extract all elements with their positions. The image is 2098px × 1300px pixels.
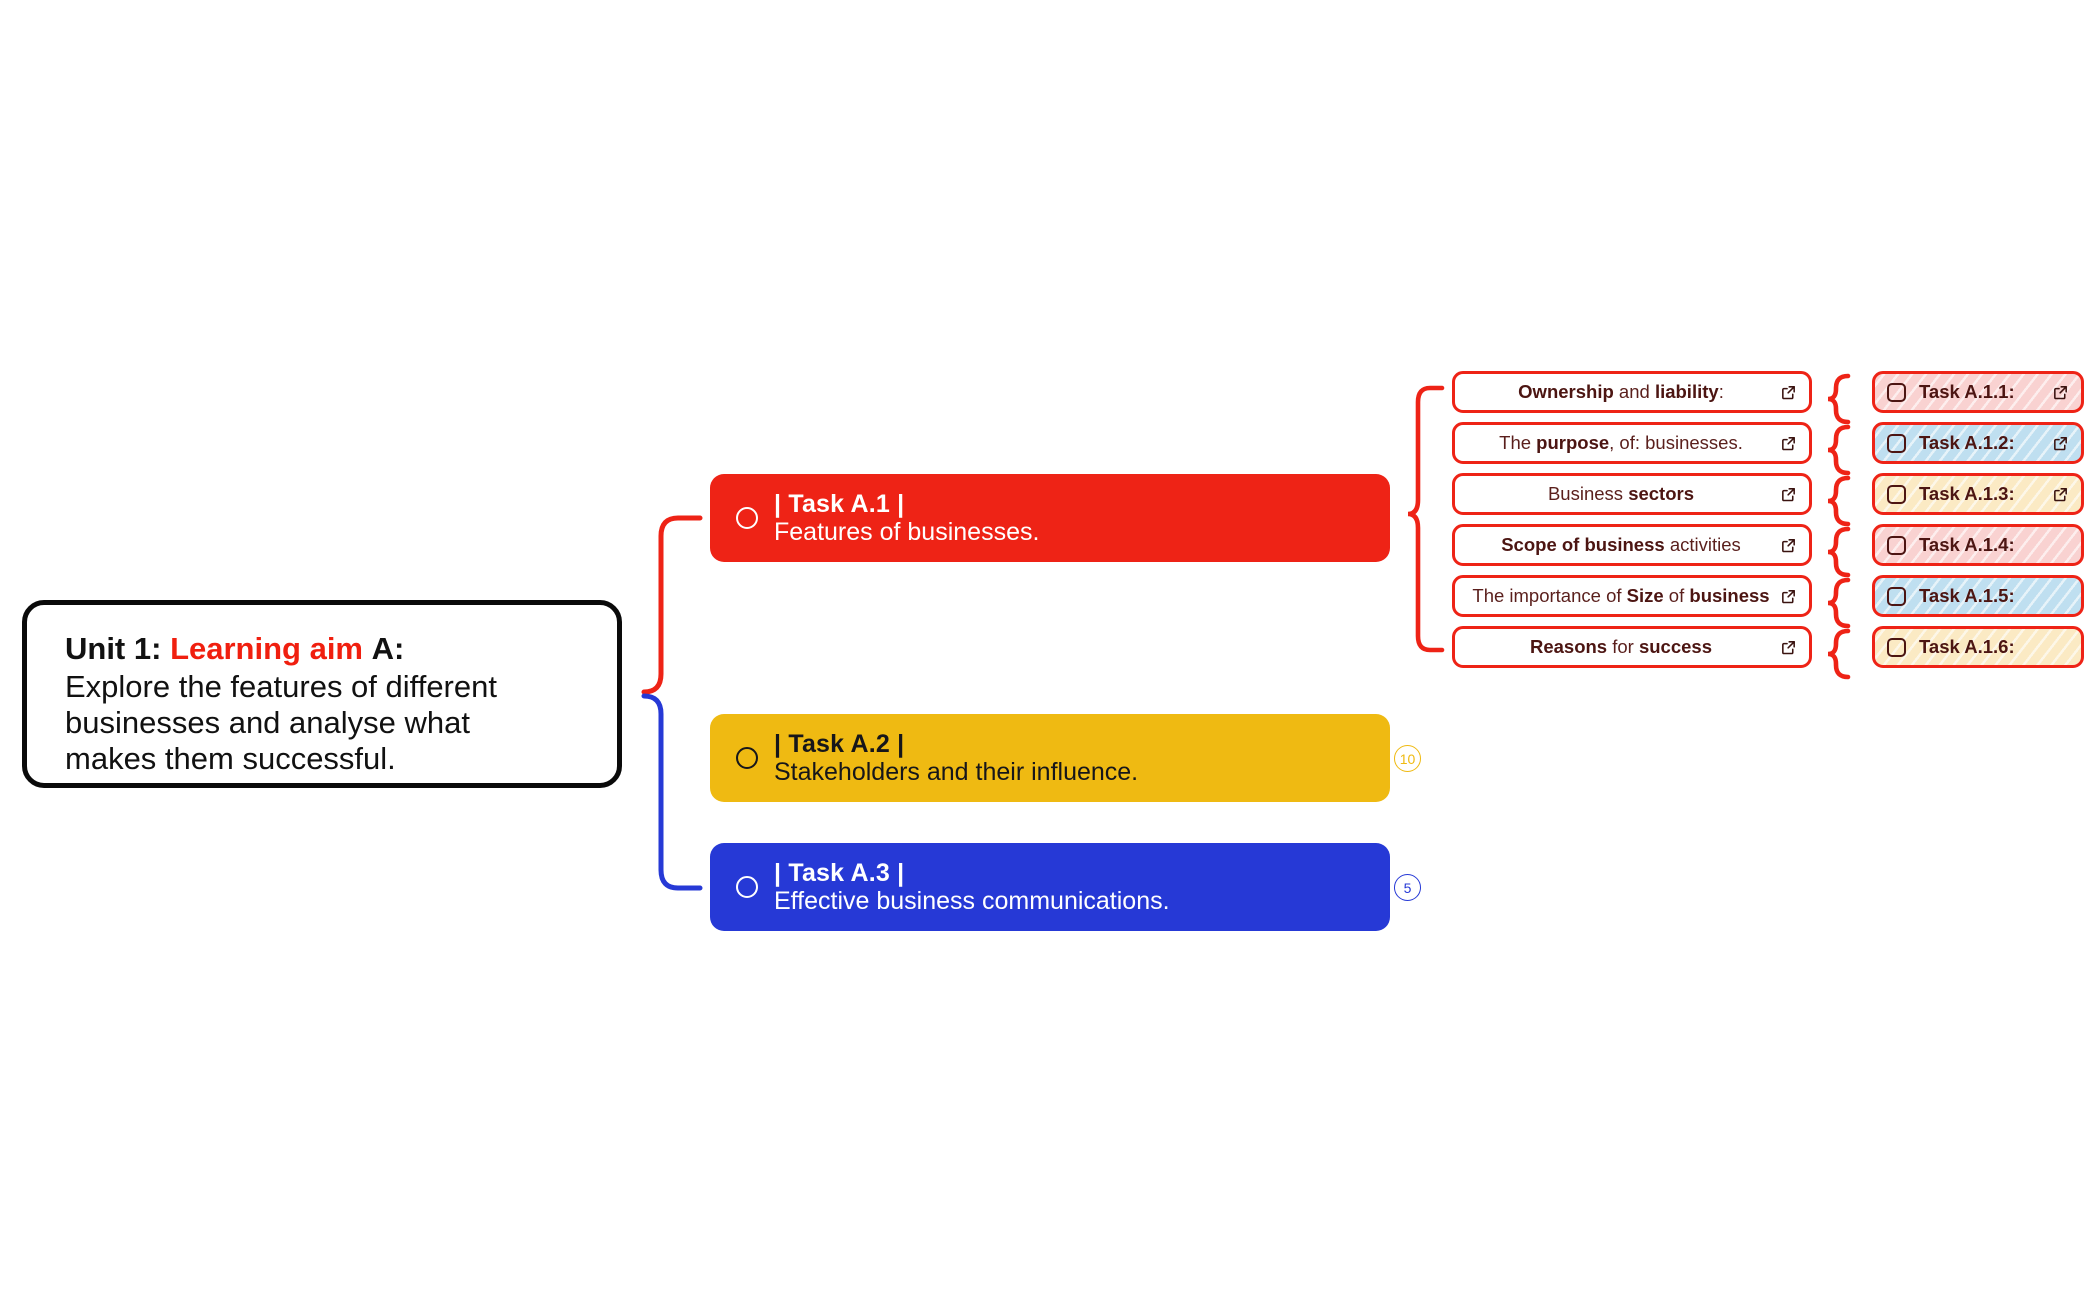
task-a115-label: Task A.1.5:: [1919, 585, 2015, 606]
task-a111[interactable]: Task A.1.1:: [1872, 371, 2084, 413]
unit-prefix: Unit 1:: [65, 631, 162, 666]
checkbox-icon[interactable]: [1887, 637, 1906, 657]
radio-circle-icon[interactable]: [736, 747, 758, 769]
task-card-a3[interactable]: | Task A.3 | Effective business communic…: [710, 843, 1390, 931]
brace-subtask-6: [1827, 628, 1851, 680]
external-link-icon[interactable]: [2052, 435, 2069, 452]
unit-suffix: A:: [371, 631, 405, 666]
topic-scope[interactable]: Scope of business activities: [1452, 524, 1812, 566]
topic-reasons[interactable]: Reasons for success: [1452, 626, 1812, 668]
brace-topics: [1407, 385, 1445, 653]
radio-circle-icon[interactable]: [736, 507, 758, 529]
task-a112-label: Task A.1.2:: [1919, 432, 2015, 453]
task-a3-text: | Task A.3 | Effective business communic…: [774, 859, 1170, 916]
external-link-icon[interactable]: [1780, 486, 1797, 503]
task-a116[interactable]: Task A.1.6:: [1872, 626, 2084, 668]
unit-root-card[interactable]: Unit 1: Learning aim A: Explore the feat…: [22, 600, 622, 788]
task-a114-label: Task A.1.4:: [1919, 534, 2015, 555]
task-a113-label: Task A.1.3:: [1919, 483, 2015, 504]
task-card-a2[interactable]: | Task A.2 | Stakeholders and their infl…: [710, 714, 1390, 802]
external-link-icon[interactable]: [1780, 639, 1797, 656]
task-a111-label: Task A.1.1:: [1919, 381, 2015, 402]
topic-sectors-label: Business sectors: [1547, 483, 1695, 504]
unit-highlight: Learning aim: [170, 631, 363, 666]
topic-purpose[interactable]: The purpose, of: businesses.: [1452, 422, 1812, 464]
topic-sectors[interactable]: Business sectors: [1452, 473, 1812, 515]
topic-size[interactable]: The importance of Size of business: [1452, 575, 1812, 617]
brace-subtask-5: [1827, 577, 1851, 629]
task-a1-title: | Task A.1 |: [774, 489, 905, 518]
topic-size-label: The importance of Size of business: [1472, 585, 1770, 606]
brace-subtask-4: [1827, 526, 1851, 578]
task-a1-text: | Task A.1 | Features of businesses.: [774, 490, 1039, 547]
external-link-icon[interactable]: [2052, 384, 2069, 401]
task-a113[interactable]: Task A.1.3:: [1872, 473, 2084, 515]
external-link-icon[interactable]: [1780, 588, 1797, 605]
external-link-icon[interactable]: [1780, 537, 1797, 554]
topic-scope-label: Scope of business activities: [1501, 534, 1741, 555]
brace-subtask-1: [1827, 373, 1851, 425]
task-card-a1[interactable]: | Task A.1 | Features of businesses.: [710, 474, 1390, 562]
unit-body-line-2: businesses and analyse what: [65, 704, 470, 740]
task-a3-badge: 5: [1394, 874, 1421, 901]
unit-body-line-3: makes them successful.: [65, 740, 396, 776]
external-link-icon[interactable]: [1780, 384, 1797, 401]
task-a2-text: | Task A.2 | Stakeholders and their infl…: [774, 730, 1138, 787]
task-a1-subtitle: Features of businesses.: [774, 518, 1040, 546]
checkbox-icon[interactable]: [1887, 535, 1906, 555]
topic-reasons-label: Reasons for success: [1529, 636, 1713, 657]
task-a3-title: | Task A.3 |: [774, 858, 905, 887]
checkbox-icon[interactable]: [1887, 382, 1906, 402]
task-a112[interactable]: Task A.1.2:: [1872, 422, 2084, 464]
topic-ownership-label: Ownership and liability:: [1518, 381, 1724, 402]
checkbox-icon[interactable]: [1887, 586, 1906, 606]
task-a2-badge: 10: [1394, 745, 1421, 772]
external-link-icon[interactable]: [2052, 486, 2069, 503]
brace-subtask-3: [1827, 475, 1851, 527]
task-a116-label: Task A.1.6:: [1919, 636, 2015, 657]
task-a2-title: | Task A.2 |: [774, 729, 905, 758]
checkbox-icon[interactable]: [1887, 433, 1906, 453]
task-a115[interactable]: Task A.1.5:: [1872, 575, 2084, 617]
brace-subtask-2: [1827, 424, 1851, 476]
topic-ownership[interactable]: Ownership and liability:: [1452, 371, 1812, 413]
brace-root-red: [641, 515, 703, 695]
task-a2-subtitle: Stakeholders and their influence.: [774, 758, 1139, 786]
task-a3-subtitle: Effective business communications.: [774, 887, 1170, 915]
external-link-icon[interactable]: [1780, 435, 1797, 452]
unit-body-line-1: Explore the features of different: [65, 668, 497, 704]
brace-root-blue: [641, 693, 703, 891]
checkbox-icon[interactable]: [1887, 484, 1906, 504]
unit-heading-line: Unit 1: Learning aim A:: [65, 631, 587, 667]
topic-purpose-label: The purpose, of: businesses.: [1499, 432, 1743, 453]
radio-circle-icon[interactable]: [736, 876, 758, 898]
task-a114[interactable]: Task A.1.4:: [1872, 524, 2084, 566]
